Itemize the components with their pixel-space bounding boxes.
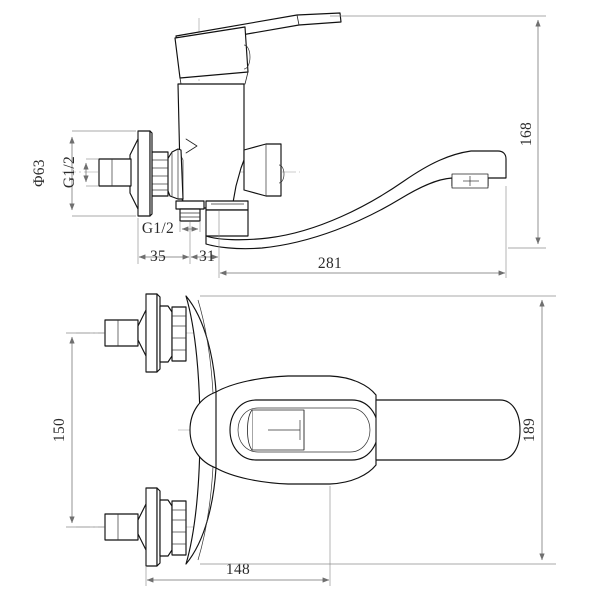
dimension-label-150: 150 bbox=[51, 418, 68, 442]
plan-spout bbox=[375, 399, 521, 461]
cartridge-marker-icon bbox=[185, 138, 198, 154]
dimension-168: 168 bbox=[330, 15, 546, 249]
dimension-label-168: 168 bbox=[518, 122, 535, 146]
elevation-view: Φ63 G1/2 G1/2 35 31 bbox=[31, 12, 546, 278]
plan-lower-inlet-assembly bbox=[104, 487, 187, 567]
dimension-label-281: 281 bbox=[318, 255, 342, 272]
dimension-189: 189 bbox=[200, 295, 556, 565]
dimension-label-35: 35 bbox=[150, 248, 166, 265]
mixer-body bbox=[177, 83, 245, 209]
dimension-281: 281 bbox=[218, 186, 507, 278]
plan-view: 150 148 189 bbox=[51, 293, 556, 586]
dimension-label-189: 189 bbox=[521, 418, 538, 442]
dimension-label-31: 31 bbox=[199, 248, 215, 265]
dimension-label-g12-bottom: G1/2 bbox=[142, 220, 174, 237]
wall-flange bbox=[129, 130, 153, 217]
dimension-35: 35 bbox=[137, 218, 191, 265]
dimension-label-148: 148 bbox=[226, 561, 250, 578]
dimension-31: 31 bbox=[190, 211, 220, 265]
dimension-dia63: Φ63 bbox=[31, 130, 136, 217]
left-inlet-nut bbox=[151, 151, 169, 197]
dimension-150: 150 bbox=[51, 332, 104, 528]
inlet-pipe-stub bbox=[98, 158, 132, 187]
dimension-label-g12-left: G1/2 bbox=[61, 156, 78, 188]
plan-upper-inlet-assembly bbox=[104, 293, 187, 373]
dimension-label-dia63: Φ63 bbox=[31, 159, 48, 187]
dimension-148: 148 bbox=[145, 486, 331, 586]
right-cap-nut bbox=[243, 143, 285, 197]
dimension-g12-left: G1/2 bbox=[61, 156, 98, 188]
swivel-spout bbox=[205, 150, 507, 250]
spout-aerator bbox=[451, 173, 489, 189]
bottom-outlet-thread bbox=[175, 200, 205, 222]
plan-handle-oval bbox=[229, 399, 379, 461]
spout-base-collar bbox=[205, 200, 249, 237]
